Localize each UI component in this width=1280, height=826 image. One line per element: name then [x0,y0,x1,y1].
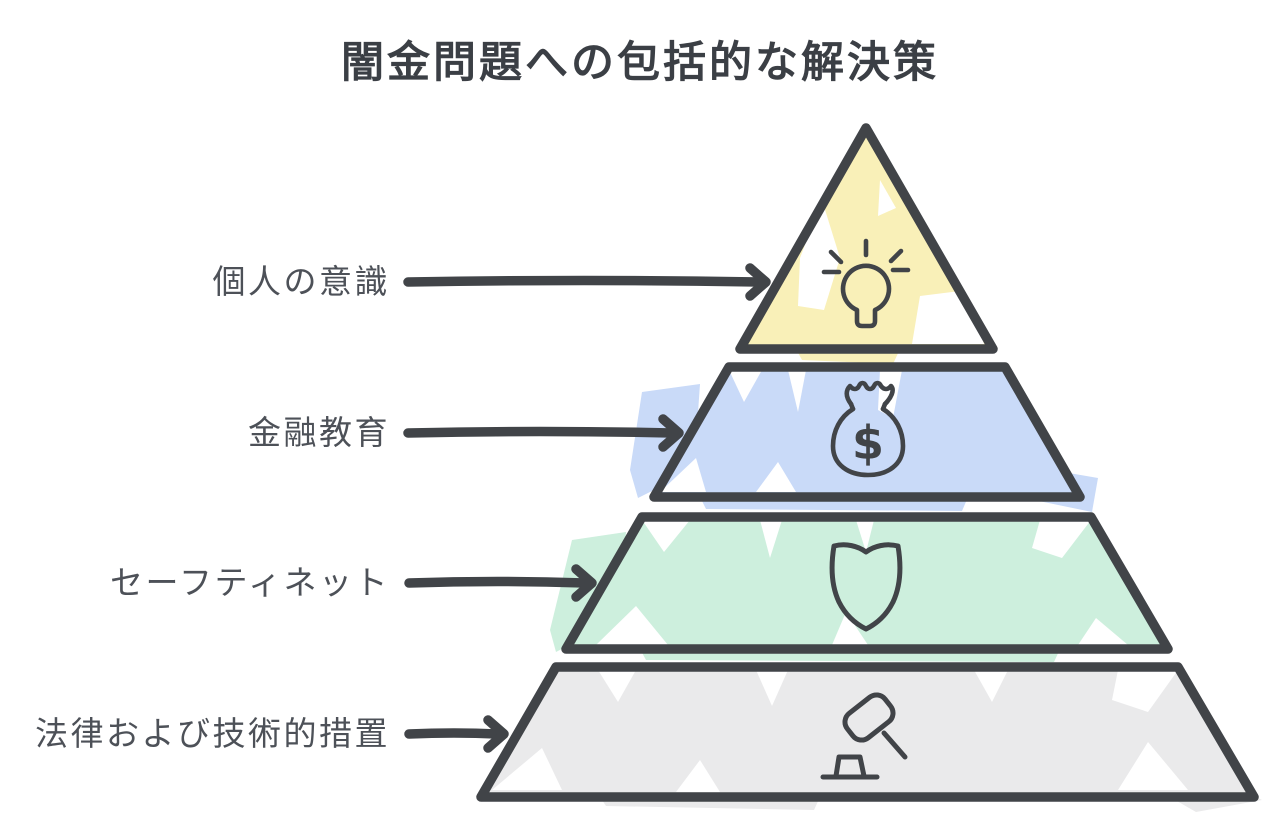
pyramid-level-4-shape [476,662,1259,802]
pyramid-level-1-shape [735,123,998,354]
arrow-level-4 [404,715,509,753]
label-arrows [403,263,771,753]
pyramid-level-2-shape [649,362,1085,502]
money-bag-icon: $ [830,380,906,478]
page-title: 闇金問題への包括的な解決策 [341,39,939,87]
arrow-level-3 [404,564,597,602]
label-level-3-safetynet: セーフティネット [109,564,390,601]
pyramid-level-4-texture [492,670,1188,792]
dollar-glyph: $ [852,416,884,470]
shield-icon [829,542,903,632]
pyramid-outlines [476,123,1259,802]
arrow-level-1 [403,263,771,301]
label-level-4-legal: 法律および技術的措置 [35,715,390,752]
pyramid-level-3-texture [596,520,1128,645]
label-level-1-awareness: 個人の意識 [212,263,390,300]
arrow-level-2 [403,414,684,452]
label-level-2-education: 金融教育 [248,414,390,451]
lightbulb-icon [821,238,911,329]
level-icons: $ [820,238,911,780]
pyramid-level-3-shape [561,512,1173,654]
gavel-icon [820,692,908,780]
